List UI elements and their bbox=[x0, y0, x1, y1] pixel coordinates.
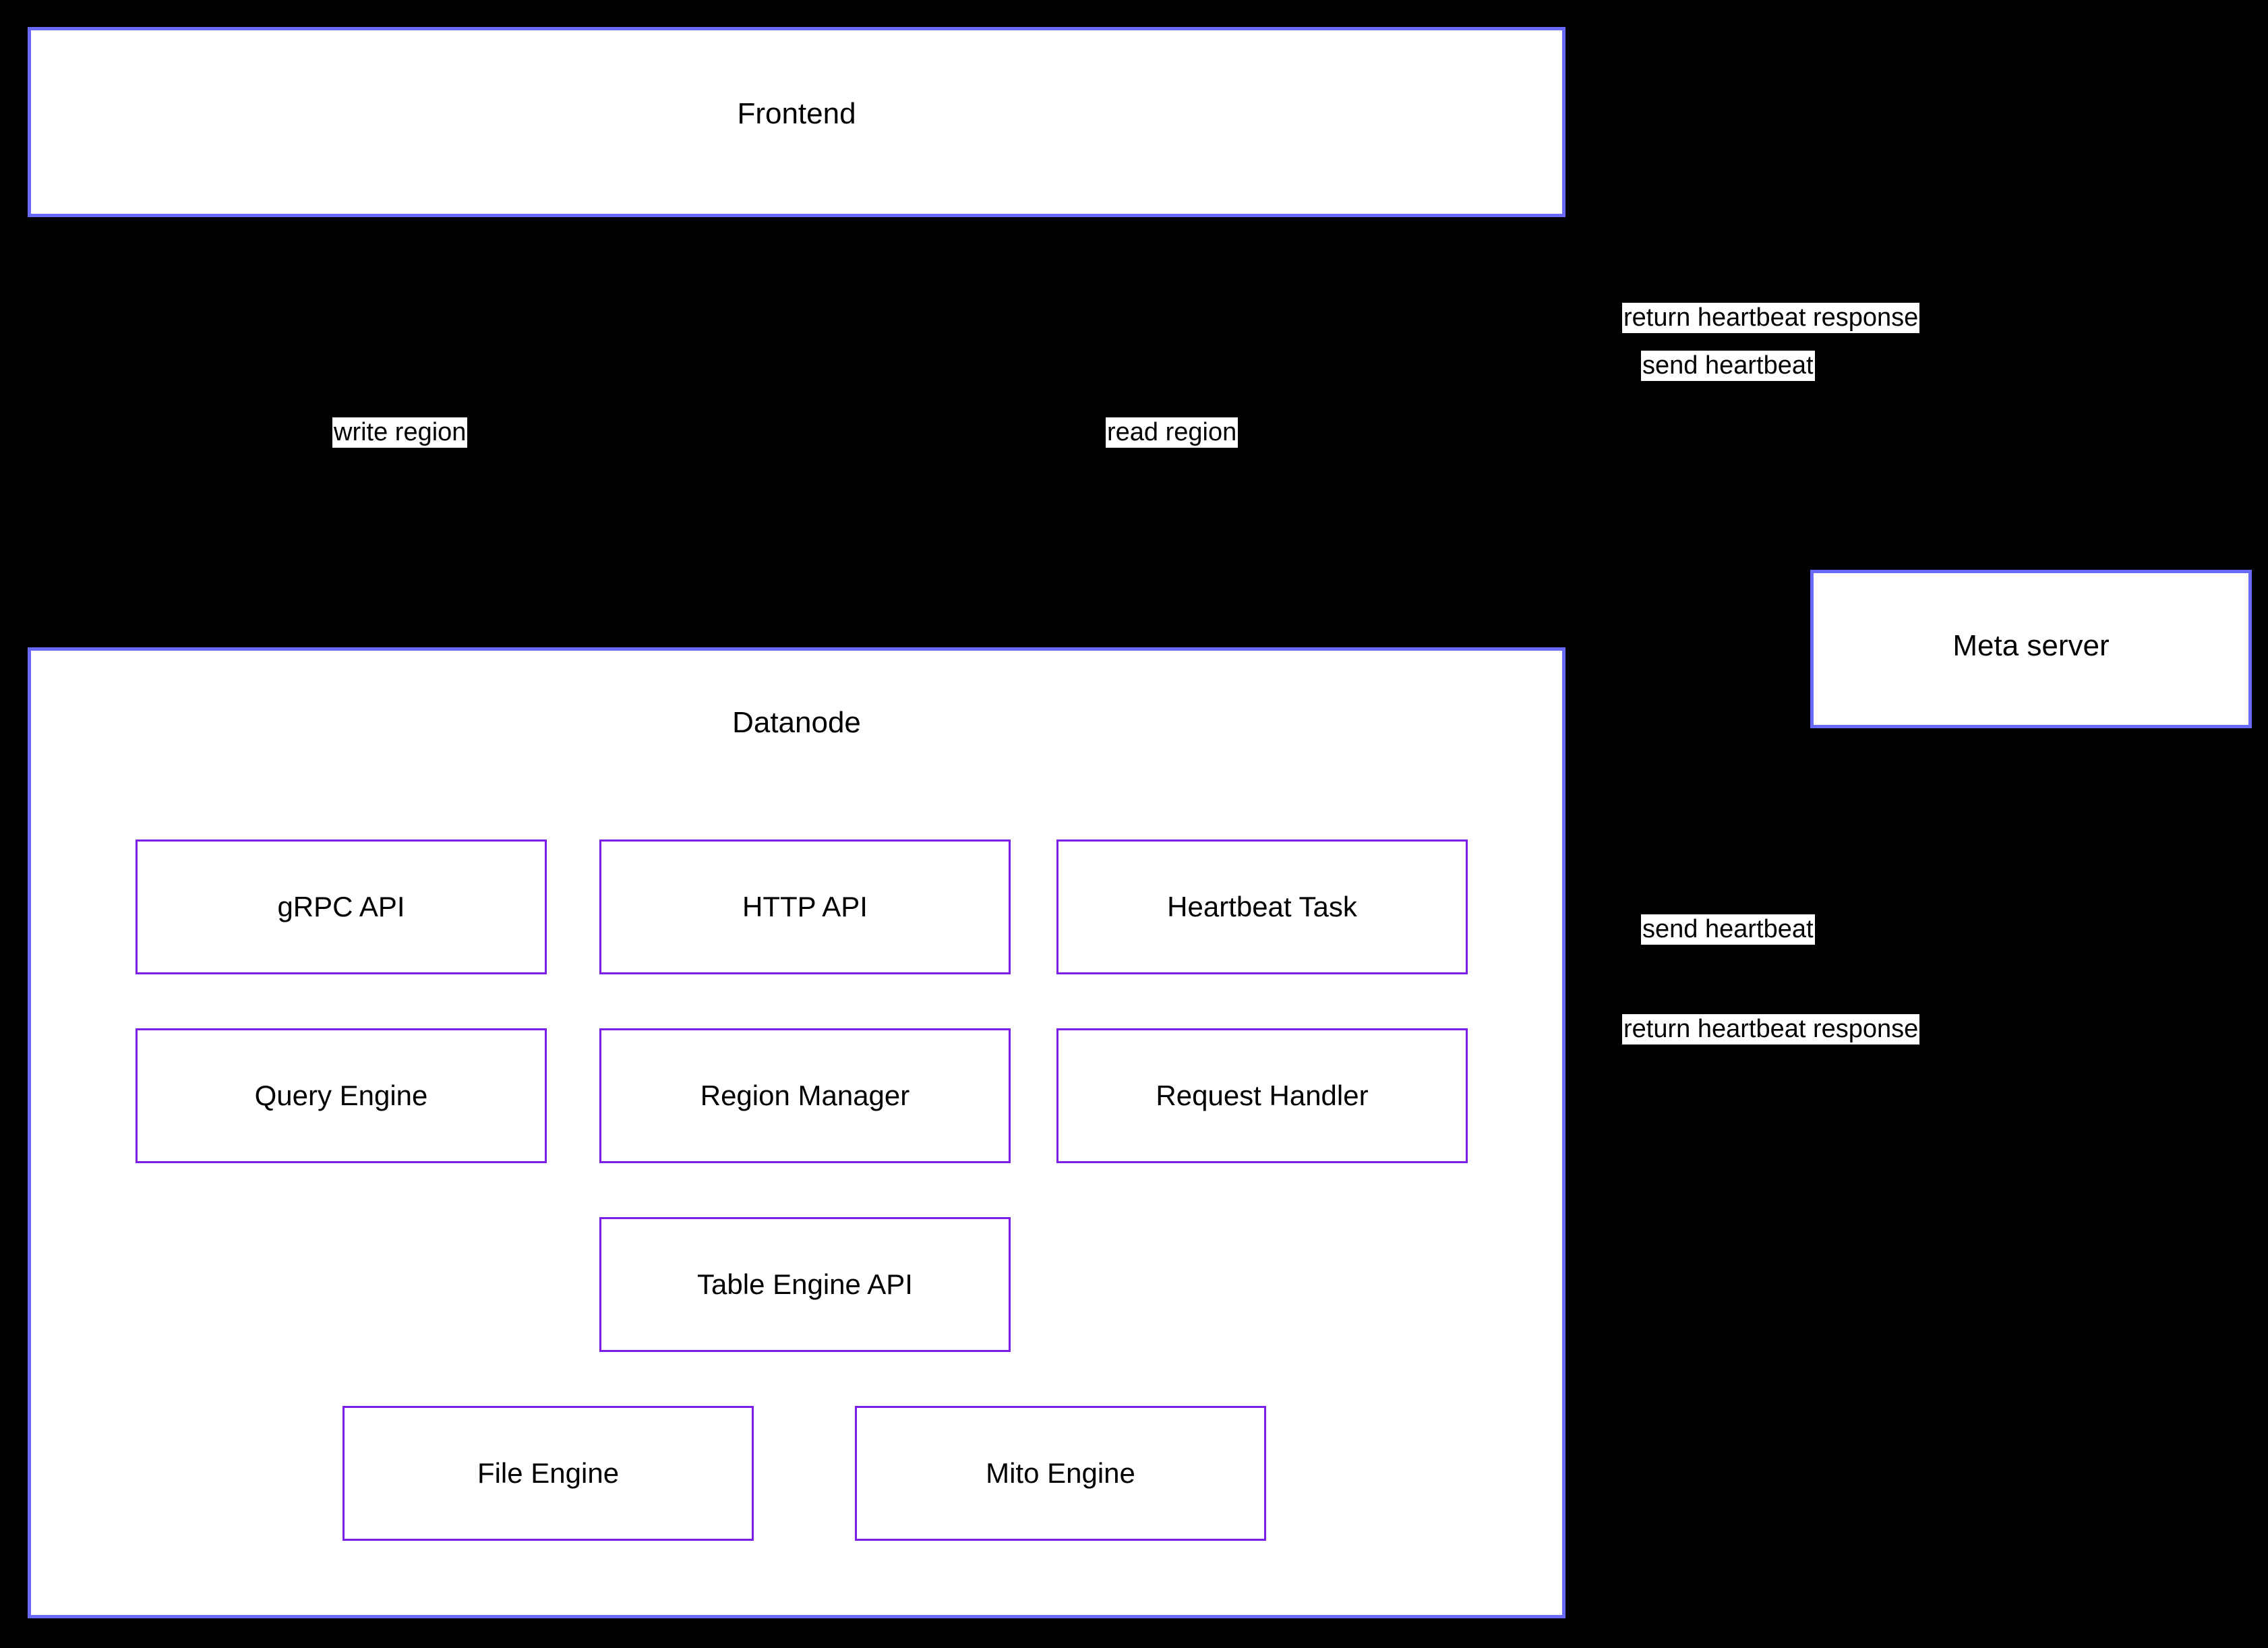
edge-label-write-region: write region bbox=[332, 417, 468, 448]
node-datanode[interactable]: Datanode gRPC API HTTP API Heartbeat Tas… bbox=[28, 647, 1565, 1618]
node-region-manager-label: Region Manager bbox=[700, 1079, 910, 1111]
node-heartbeat-task[interactable]: Heartbeat Task bbox=[1056, 840, 1468, 974]
edge-label-frontend-send-heartbeat: send heartbeat bbox=[1641, 351, 1815, 381]
node-mito-engine[interactable]: Mito Engine bbox=[855, 1406, 1266, 1541]
node-frontend-label: Frontend bbox=[737, 97, 856, 130]
node-file-engine[interactable]: File Engine bbox=[342, 1406, 754, 1541]
node-table-engine-api[interactable]: Table Engine API bbox=[599, 1217, 1011, 1352]
node-datanode-label: Datanode bbox=[732, 706, 861, 739]
node-request-handler-label: Request Handler bbox=[1156, 1079, 1369, 1111]
node-file-engine-label: File Engine bbox=[477, 1456, 620, 1489]
edge-label-frontend-return-heartbeat: return heartbeat response bbox=[1622, 303, 1920, 333]
node-http-api[interactable]: HTTP API bbox=[599, 840, 1011, 974]
node-region-manager[interactable]: Region Manager bbox=[599, 1028, 1011, 1163]
node-query-engine-label: Query Engine bbox=[254, 1079, 428, 1111]
node-meta-server[interactable]: Meta server bbox=[1810, 570, 2252, 728]
edge-label-read-region: read region bbox=[1106, 417, 1239, 448]
node-grpc-api-label: gRPC API bbox=[277, 890, 405, 922]
edge-label-datanode-send-heartbeat: send heartbeat bbox=[1641, 914, 1815, 945]
node-meta-server-label: Meta server bbox=[1952, 629, 2110, 662]
node-grpc-api[interactable]: gRPC API bbox=[136, 840, 547, 974]
node-query-engine[interactable]: Query Engine bbox=[136, 1028, 547, 1163]
node-mito-engine-label: Mito Engine bbox=[986, 1456, 1135, 1489]
node-frontend[interactable]: Frontend bbox=[28, 27, 1565, 217]
node-http-api-label: HTTP API bbox=[742, 890, 868, 922]
edge-frontend-return-heartbeat bbox=[1563, 104, 1997, 570]
node-table-engine-api-label: Table Engine API bbox=[697, 1268, 913, 1300]
node-request-handler[interactable]: Request Handler bbox=[1056, 1028, 1468, 1163]
edge-label-datanode-return-heartbeat: return heartbeat response bbox=[1622, 1014, 1920, 1044]
node-heartbeat-task-label: Heartbeat Task bbox=[1167, 890, 1357, 922]
